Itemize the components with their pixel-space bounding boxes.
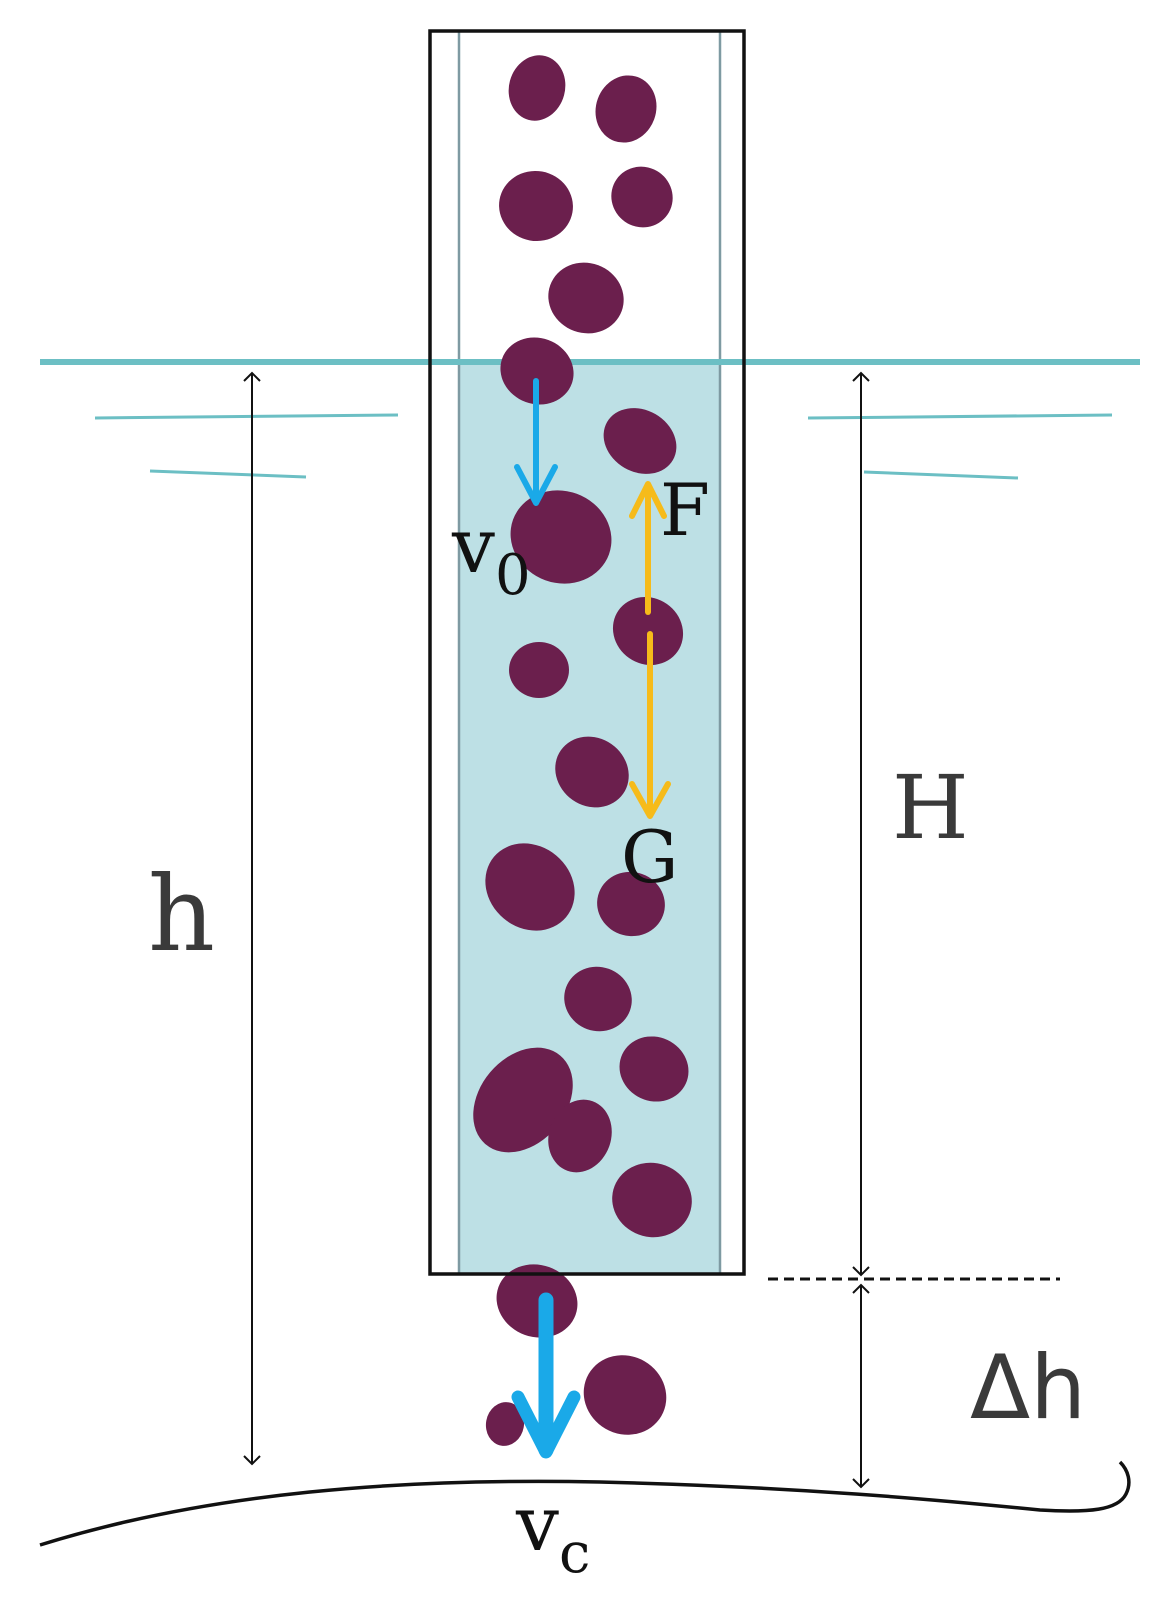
sediment-particle [510,490,612,584]
water-ripple-right-1 [807,413,1113,420]
water-ripple-right-2 [863,470,1019,480]
sediment-particle [612,1162,692,1238]
sediment-particle [508,55,566,121]
sediment-particle [509,642,569,698]
sediment-particle [548,262,624,334]
sediment-particle [612,596,684,666]
velocity-arrow-v0 [514,378,558,506]
label-H: H [892,756,969,859]
sediment-particle [473,1047,573,1153]
force-arrow-g [629,631,671,819]
label-delta-h: Δh [970,1336,1086,1439]
sediment-particle [597,871,665,937]
label-force-g: G [621,815,679,899]
sediment-particle [583,1355,667,1435]
label-vc: vc [515,1479,590,1586]
sediment-particle [564,966,632,1032]
sediment-particle [499,170,573,242]
sediment-particle [496,1264,578,1338]
velocity-arrow-vc [511,1292,581,1459]
sediment-particle [548,1099,612,1173]
water-ripple-left-1 [94,413,399,420]
riverbed-line [39,1460,1131,1547]
sediment-particle [603,408,677,474]
sediment-particle [500,337,574,405]
label-v0: v0 [451,501,531,608]
sediment-particle [555,736,629,808]
sediment-particle [485,843,575,931]
force-arrow-f [629,481,667,615]
label-h: h [148,853,215,975]
sediment-particle [595,75,657,143]
sediment-particle [619,1036,689,1102]
particle-group [473,55,692,1446]
label-force-f: F [660,468,710,552]
water-ripple-left-2 [149,469,307,479]
sediment-particle [485,1402,525,1446]
pipe-outline [428,29,746,1276]
sediment-particle [611,166,673,228]
